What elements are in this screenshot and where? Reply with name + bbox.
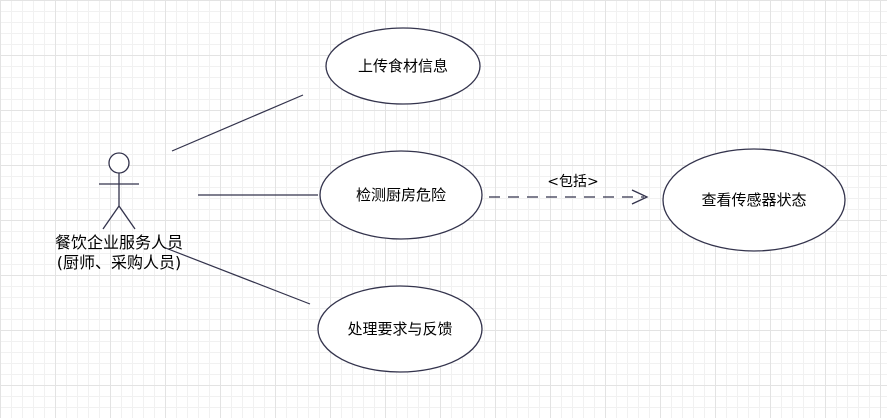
include-label: <包括>: [547, 174, 598, 190]
use-case-detect[interactable]: 检测厨房危险: [319, 150, 483, 240]
use-case-detect-label: 检测厨房危险: [356, 186, 446, 204]
use-case-upload-label: 上传食材信息: [358, 57, 448, 75]
use-case-sensor[interactable]: 查看传感器状态: [662, 148, 846, 252]
use-case-feedback-label: 处理要求与反馈: [347, 320, 452, 338]
actor-label-line1: 餐饮企业服务人员: [55, 233, 183, 252]
use-case-upload[interactable]: 上传食材信息: [325, 27, 481, 105]
use-case-sensor-label: 查看传感器状态: [701, 191, 806, 209]
edge-actor-upload[interactable]: [171, 94, 304, 152]
actor-label-line2: (厨师、采购人员): [57, 253, 182, 272]
arrowhead-icon: [631, 189, 649, 205]
actor-stick-figure-icon[interactable]: [99, 152, 139, 230]
use-case-feedback[interactable]: 处理要求与反馈: [317, 285, 483, 373]
edge-include[interactable]: [489, 189, 649, 205]
edge-actor-feedback[interactable]: [162, 246, 311, 305]
